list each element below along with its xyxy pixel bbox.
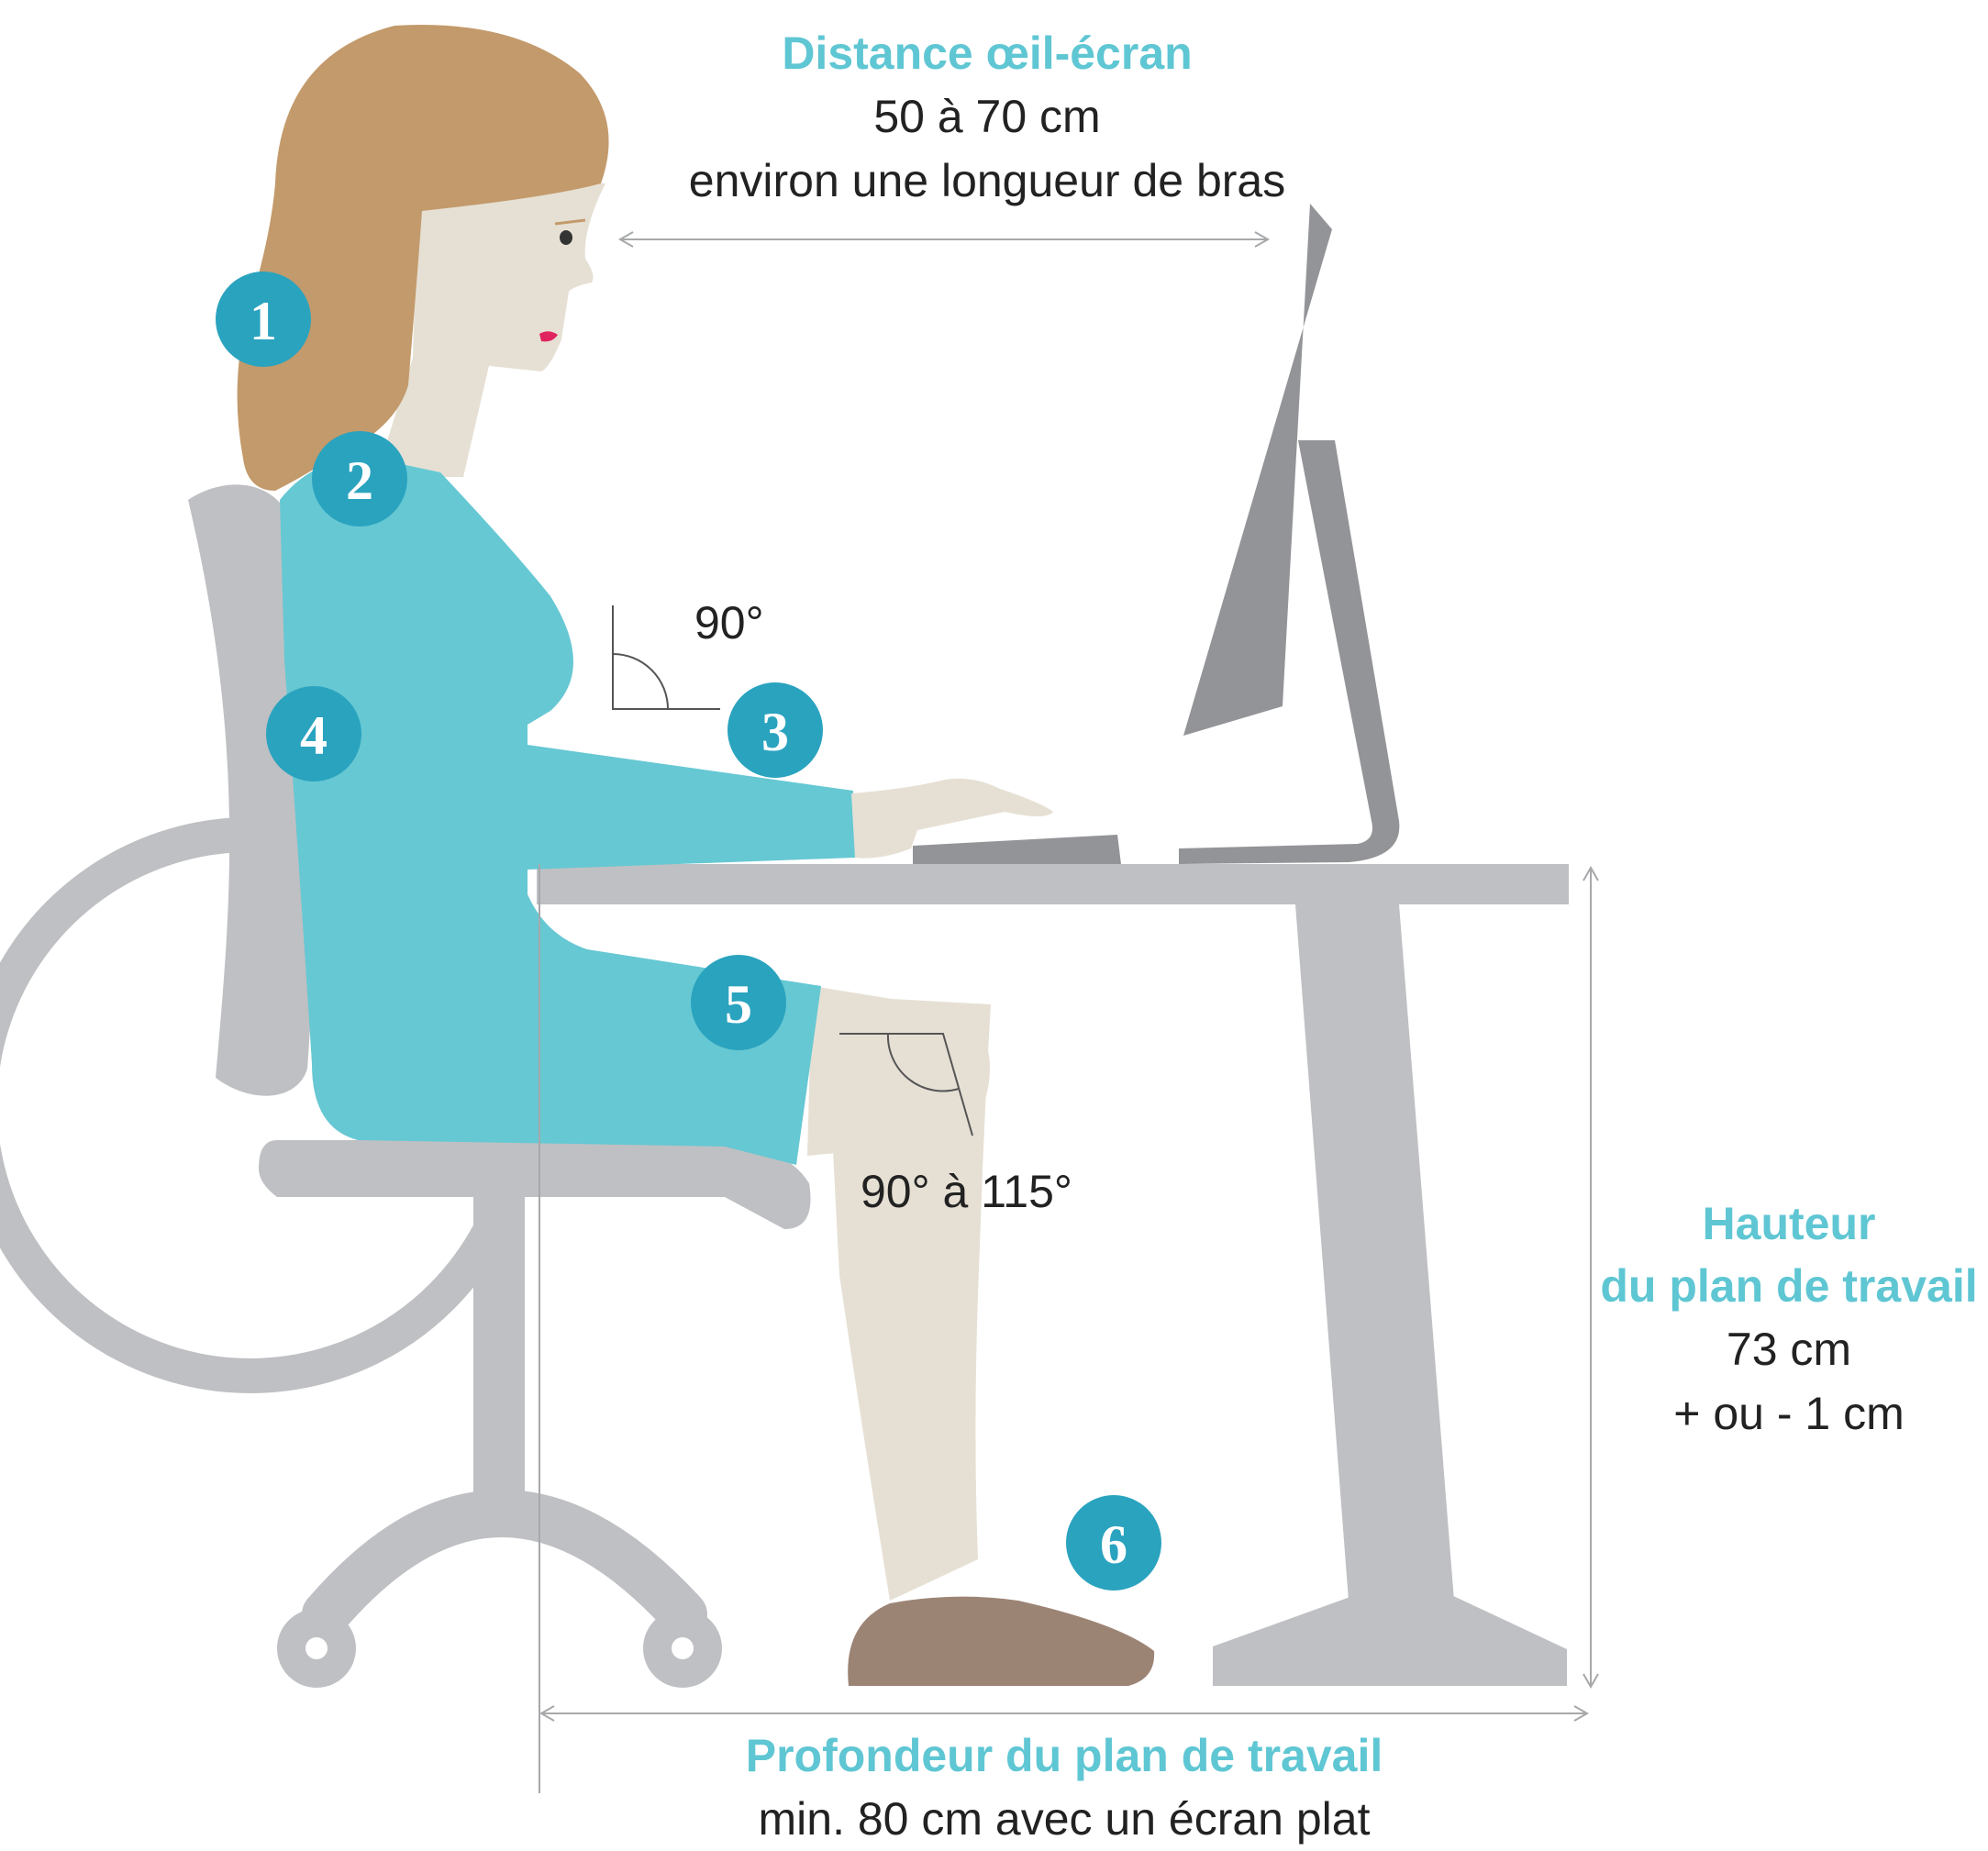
desk-height-tolerance: + ou - 1 cm	[1596, 1381, 1982, 1446]
desk-height-title-2: du plan de travail	[1596, 1255, 1982, 1317]
elbow-angle-arc	[613, 654, 668, 709]
chair-seat	[259, 1140, 810, 1229]
desk-top	[537, 864, 1569, 904]
badge-3: 3	[727, 682, 823, 778]
chair-wheel-left-hub	[305, 1637, 328, 1659]
desk-depth-label: Profondeur du plan de travail min. 80 cm…	[642, 1724, 1486, 1851]
desk-height-label: Hauteur du plan de travail 73 cm + ou - …	[1596, 1192, 1982, 1446]
svg-text:6: 6	[1100, 1514, 1127, 1575]
svg-text:4: 4	[300, 705, 328, 766]
elbow-angle-label: 90°	[694, 596, 764, 649]
badge-2: 2	[312, 431, 407, 526]
desk-height-value: 73 cm	[1596, 1317, 1982, 1381]
chair-wheel-right-hub	[672, 1637, 694, 1659]
face	[413, 181, 605, 371]
keyboard	[913, 835, 1121, 864]
chair-base-arc	[326, 1513, 683, 1614]
desk-depth-title: Profondeur du plan de travail	[642, 1724, 1486, 1787]
eye-screen-title: Distance œil-écran	[620, 22, 1354, 84]
svg-text:1: 1	[250, 291, 277, 351]
badge-5: 5	[691, 955, 786, 1050]
eye-screen-note: environ une longueur de bras	[620, 149, 1354, 213]
badge-1: 1	[216, 272, 311, 367]
svg-text:3: 3	[761, 702, 789, 762]
desk-depth-value: min. 80 cm avec un écran plat	[642, 1787, 1486, 1851]
desk-leg	[1295, 904, 1454, 1601]
svg-text:2: 2	[346, 450, 373, 511]
chair-column	[473, 1165, 525, 1532]
badge-4: 4	[266, 686, 361, 781]
monitor	[913, 204, 1399, 864]
svg-text:5: 5	[725, 974, 752, 1035]
eye	[560, 230, 572, 245]
desk-foot	[1213, 1594, 1567, 1686]
eye-screen-label: Distance œil-écran 50 à 70 cm environ un…	[620, 22, 1354, 213]
badge-6: 6	[1066, 1495, 1161, 1591]
shoe	[848, 1597, 1154, 1686]
knee-angle-label: 90° à 115°	[861, 1165, 1072, 1218]
dress	[280, 457, 855, 1165]
eye-screen-range: 50 à 70 cm	[620, 84, 1354, 149]
desk-height-title-1: Hauteur	[1596, 1192, 1982, 1255]
